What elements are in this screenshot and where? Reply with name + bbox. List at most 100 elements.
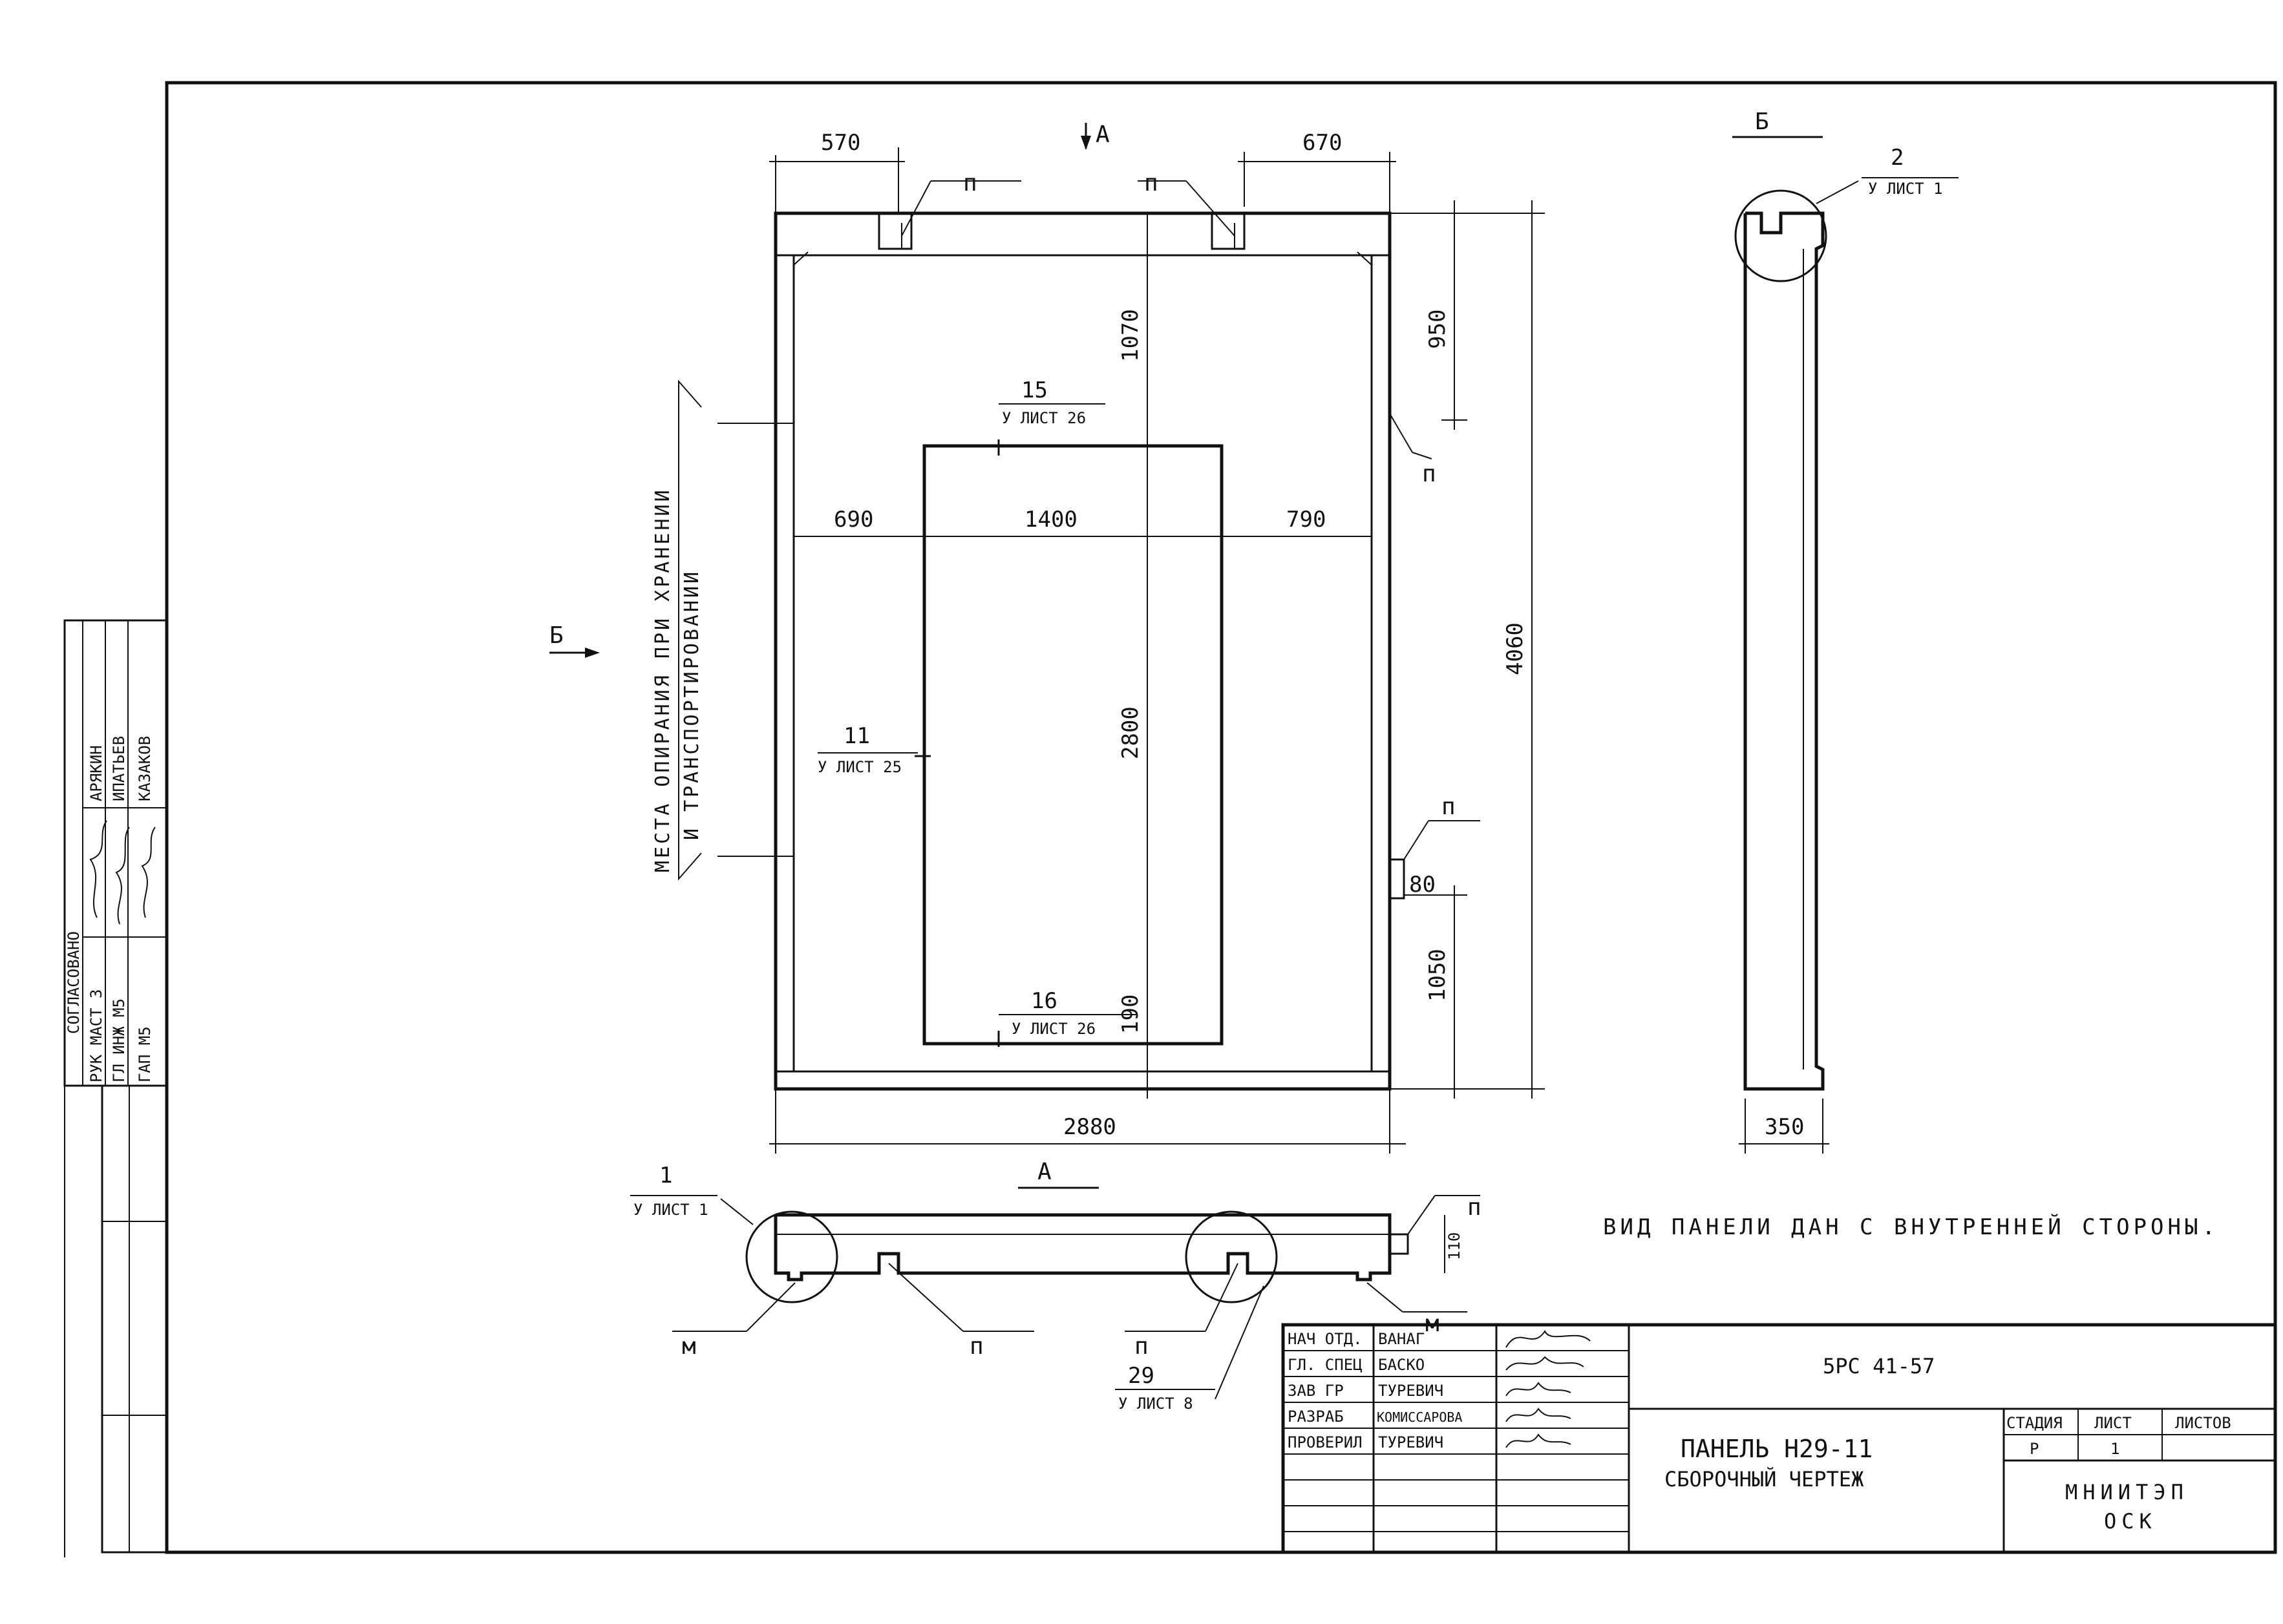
svg-text:ЗАВ ГР: ЗАВ ГР [1288,1382,1344,1400]
signature-vanag [1505,1330,1591,1348]
marker-p-section-end: п [1467,1194,1481,1221]
svg-text:У ЛИСТ 26: У ЛИСТ 26 [1002,409,1086,427]
dim-1400: 1400 [1025,507,1078,533]
signature-komissarova [1505,1408,1571,1422]
marker-p-section-right: п [1134,1333,1149,1360]
side-view-b-title: Б [1755,109,1769,135]
signature-turevich-2 [1505,1433,1571,1448]
dim-1050: 1050 [1425,949,1450,1002]
svg-text:РАЗРАБ: РАЗРАБ [1288,1408,1344,1426]
svg-text:ЛИСТОВ: ЛИСТОВ [2175,1414,2231,1432]
svg-text:У ЛИСТ 8: У ЛИСТ 8 [1118,1395,1193,1413]
section-profile [774,1213,1392,1281]
callout-16: 16 У ЛИСТ 26 [999,988,1138,1038]
svg-text:НАЧ ОТД.: НАЧ ОТД. [1288,1330,1363,1348]
side-view-b: Б 2 У ЛИСТ 1 350 [1732,109,1959,1154]
section-b-marker: Б [549,622,600,658]
dim-350: 350 [1765,1114,1804,1140]
dim-2800: 2800 [1118,706,1143,759]
approval-stamp: СОГЛАСОВАНО РУК МАСТ 3 АРЯКИН ГЛ ИНЖ М5 … [63,619,168,1557]
svg-text:ГЛ. СПЕЦ: ГЛ. СПЕЦ [1288,1356,1363,1374]
org-unit: ОСК [2104,1509,2157,1534]
support-note-line2: И ТРАНСПОРТИРОВАНИИ [681,569,703,840]
dim-670: 670 [1302,130,1342,156]
dim-2880: 2880 [1063,1114,1116,1140]
org-name: МНИИТЭП [2065,1480,2189,1504]
dim-570: 570 [821,130,860,156]
svg-text:15: 15 [1021,377,1048,403]
lifting-loop-left [878,212,913,250]
section-a: А 1 У ЛИСТ 1 м п п 29 У ЛИСТ 8 м п 110 [630,1159,1481,1413]
svg-text:ВАНАГ: ВАНАГ [1378,1330,1425,1348]
svg-text:ТУРЕВИЧ: ТУРЕВИЧ [1378,1382,1443,1400]
detail-circle-2 [1734,189,1827,282]
marker-p-right-bottom: п [1441,794,1456,820]
dim-4060: 4060 [1502,622,1528,675]
drawing-title-1: ПАНЕЛЬ Н29-11 [1681,1435,1873,1463]
section-a-title: А [1037,1159,1052,1185]
section-b-left-label: Б [549,622,564,649]
svg-text:АРЯКИН: АРЯКИН [87,745,105,801]
marker-p-loop-left: п [963,170,977,196]
svg-text:ИПАТЬЕВ: ИПАТЬЕВ [110,736,128,801]
svg-text:ГЛ ИНЖ М5: ГЛ ИНЖ М5 [110,998,128,1082]
right-dimensions: 950 4060 80 1050 п п [1389,200,1545,1099]
elevation-leaders: п п [901,170,1235,237]
stage-value: Р [2030,1440,2039,1458]
svg-text:У ЛИСТ 1: У ЛИСТ 1 [1868,180,1943,198]
marker-p-right-top: п [1422,461,1436,487]
drawing-title-2: СБОРОЧНЫЙ ЧЕРТЕЖ [1664,1467,1864,1492]
callout-11: 11 У ЛИСТ 25 [818,723,918,776]
callout-15: 15 У ЛИСТ 26 [999,377,1105,427]
svg-text:СТАДИЯ: СТАДИЯ [2006,1414,2063,1432]
marker-p-loop-right: п [1144,170,1158,196]
svg-text:ГАП М5: ГАП М5 [136,1026,154,1082]
svg-text:РУК МАСТ 3: РУК МАСТ 3 [87,989,105,1083]
svg-text:У ЛИСТ 26: У ЛИСТ 26 [1012,1020,1096,1038]
svg-text:11: 11 [844,723,870,749]
approval-header: СОГЛАСОВАНО [65,931,83,1034]
side-profile [1743,211,1825,1091]
lifting-loop-right [1211,212,1246,250]
window-opening [922,444,1224,1046]
svg-text:1: 1 [659,1163,672,1188]
view-note: ВИД ПАНЕЛИ ДАН С ВНУТРЕННЕЙ СТОРОНЫ. [1603,1214,2219,1240]
signature-basko [1505,1356,1584,1371]
dim-1070: 1070 [1118,309,1143,362]
title-block: НАЧ ОТД. ВАНАГ ГЛ. СПЕЦ БАСКО ЗАВ ГР ТУР… [1281,1323,2277,1554]
signature-turevich-1 [1505,1382,1571,1397]
svg-text:2: 2 [1891,145,1904,171]
dim-690: 690 [834,507,873,533]
svg-text:29: 29 [1128,1363,1154,1389]
dim-790: 790 [1286,507,1326,533]
svg-text:БАСКО: БАСКО [1378,1356,1425,1374]
marker-p-section-mid: п [970,1333,984,1360]
signature-3 [141,827,156,918]
svg-text:ЛИСТ: ЛИСТ [2094,1414,2132,1432]
sheet-value: 1 [2110,1440,2119,1458]
panel-elevation [717,211,1405,1099]
svg-text:ТУРЕВИЧ: ТУРЕВИЧ [1378,1433,1443,1451]
svg-text:У ЛИСТ 1: У ЛИСТ 1 [633,1201,708,1219]
svg-text:ПРОВЕРИЛ: ПРОВЕРИЛ [1288,1433,1363,1451]
bottom-dimension: 2880 [769,1089,1406,1154]
signature-1 [89,820,107,918]
panel-outline [774,211,1392,1091]
support-note-line1: МЕСТА ОПИРАНИЯ ПРИ ХРАНЕНИИ [652,487,674,872]
dim-80: 80 [1409,872,1436,898]
dim-950: 950 [1425,310,1450,349]
signature-2 [115,827,130,925]
top-dimensions: 570 670 А [769,121,1396,213]
svg-text:КАЗАКОВ: КАЗАКОВ [136,736,154,801]
support-note: МЕСТА ОПИРАНИЯ ПРИ ХРАНЕНИИ И ТРАНСПОРТИ… [652,379,703,881]
marker-m-left: м [682,1333,696,1360]
svg-text:КОМИССАРОВА: КОМИССАРОВА [1377,1409,1462,1425]
detail-circle-1 [745,1210,838,1303]
section-a-top-label: А [1096,121,1110,148]
dim-110: 110 [1445,1232,1463,1260]
svg-text:16: 16 [1031,988,1057,1014]
detail-circle-29 [1185,1210,1278,1303]
svg-text:У ЛИСТ 25: У ЛИСТ 25 [818,758,902,776]
drawing-code: 5РС 41-57 [1823,1354,1935,1378]
